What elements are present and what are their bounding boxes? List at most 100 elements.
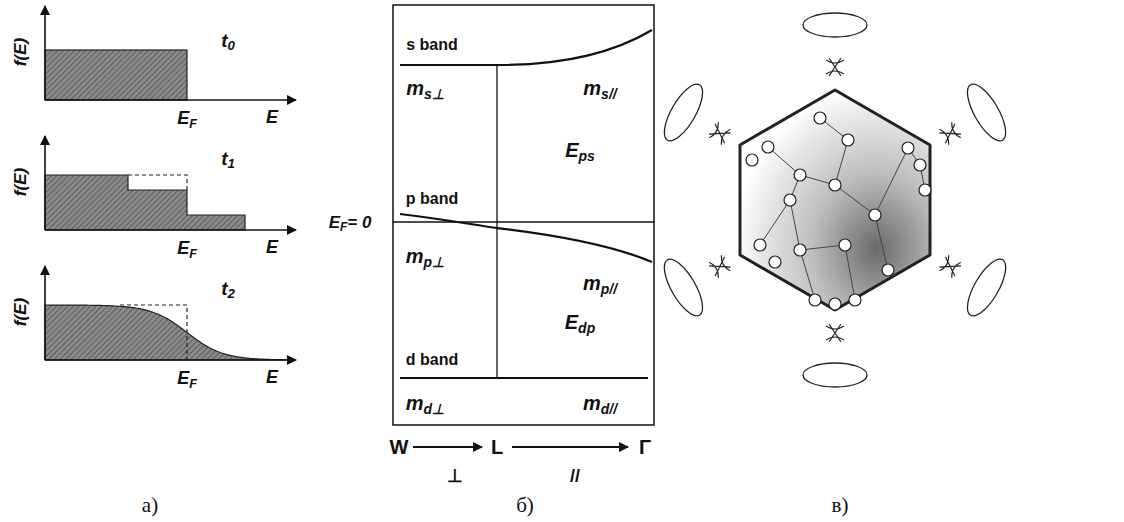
- energy-gap-label: Eps: [565, 140, 595, 160]
- subscript: F: [189, 377, 197, 391]
- ligand-ellipse: [803, 13, 867, 37]
- base-symbol: m: [406, 392, 424, 414]
- x-axis: [45, 99, 296, 101]
- atom: [746, 154, 758, 166]
- symbol-tail: = 0: [347, 213, 371, 232]
- base-symbol: E: [565, 139, 578, 161]
- fermi-energy-label: EF: [177, 239, 197, 257]
- axis-label: E: [266, 108, 278, 126]
- y-axis: [44, 266, 46, 360]
- y-axis: [44, 6, 46, 100]
- distribution-plot: [45, 6, 296, 100]
- effective-mass-label: mp//: [583, 273, 617, 293]
- bond-mark: [938, 254, 963, 279]
- symmetry-point: Γ: [639, 437, 651, 457]
- filled-states: [45, 175, 245, 230]
- dashed-reference: [120, 305, 187, 360]
- panel-label: б): [516, 495, 534, 516]
- atom: [794, 169, 806, 181]
- atom: [769, 256, 781, 268]
- particle-outline: [740, 90, 930, 310]
- direction-label: ⊥: [447, 467, 463, 485]
- bond-mark: [708, 121, 733, 146]
- fermi-energy-label: EF: [177, 369, 197, 387]
- atom: [839, 239, 851, 251]
- ligand-ellipse: [960, 79, 1013, 146]
- ligand-group: [657, 234, 744, 321]
- fermi-level-label: EF= 0: [329, 214, 372, 231]
- axis-label: E: [266, 238, 278, 256]
- base-symbol: m: [406, 77, 424, 99]
- ligand-ellipse: [960, 254, 1013, 321]
- s-band-curve: [400, 30, 652, 65]
- subscript: 2: [227, 286, 234, 301]
- axis-label: f(E): [12, 38, 29, 66]
- d-band-curve: [400, 377, 648, 379]
- axis-label: f(E): [12, 298, 29, 326]
- atom: [829, 179, 841, 191]
- subscript: d//: [601, 401, 617, 417]
- band-name: d band: [406, 352, 458, 368]
- fermi-curve: [45, 305, 292, 360]
- x-axis: [45, 359, 296, 361]
- distribution-plot: [45, 136, 296, 230]
- subscript: d⊥: [424, 401, 445, 417]
- energy-gap-label: Edp: [565, 312, 595, 332]
- diagram-frame: [393, 5, 654, 425]
- atom: [762, 141, 774, 153]
- subscript: F: [340, 220, 347, 234]
- atom: [882, 264, 894, 276]
- base-symbol: E: [177, 108, 189, 128]
- ligand-ellipse: [657, 79, 710, 146]
- time-label: t2: [221, 279, 235, 298]
- effective-mass-label: md//: [583, 393, 617, 413]
- ligand-ellipse: [657, 254, 710, 321]
- band-name: p band: [406, 191, 458, 207]
- effective-mass-label: ms⊥: [406, 78, 444, 98]
- base-symbol: E: [329, 213, 340, 232]
- atom: [914, 159, 926, 171]
- ligand-group: [803, 324, 867, 387]
- atom: [829, 298, 841, 310]
- base-symbol: t: [221, 30, 227, 51]
- atom: [869, 209, 881, 221]
- base-symbol: E: [177, 368, 189, 388]
- symmetry-point: L: [491, 437, 503, 457]
- distribution-plot: [45, 266, 296, 360]
- atom: [814, 112, 826, 124]
- effective-mass-label: md⊥: [406, 393, 444, 413]
- subscript: F: [189, 247, 197, 261]
- ligand-group: [926, 79, 1013, 166]
- base-symbol: m: [583, 272, 601, 294]
- dashed-reference: [128, 175, 187, 190]
- bond-mark: [708, 254, 733, 279]
- atom: [849, 294, 861, 306]
- subscript: s//: [601, 86, 617, 102]
- atom: [794, 244, 806, 256]
- bond-mark: [826, 58, 844, 76]
- subscript: dp: [578, 320, 595, 336]
- subscript: 0: [227, 38, 234, 53]
- nanoparticle: [657, 13, 1013, 387]
- atom: [809, 294, 821, 306]
- atom: [919, 184, 931, 196]
- panel-label: а): [142, 495, 158, 516]
- bond-mark: [826, 324, 844, 342]
- atom: [902, 142, 914, 154]
- base-symbol: E: [177, 238, 189, 258]
- atom-bonds: [760, 118, 925, 300]
- subscript: p//: [601, 281, 617, 297]
- ligand-group: [657, 79, 744, 166]
- filled-states: [45, 50, 187, 100]
- y-axis: [44, 136, 46, 230]
- subscript: F: [189, 117, 197, 131]
- base-symbol: t: [221, 148, 227, 169]
- axis-label: E: [266, 368, 278, 386]
- ligand-group: [803, 13, 867, 76]
- atom: [754, 239, 766, 251]
- atom-group: [746, 112, 931, 310]
- time-label: t0: [221, 31, 235, 50]
- subscript: s⊥: [424, 86, 444, 102]
